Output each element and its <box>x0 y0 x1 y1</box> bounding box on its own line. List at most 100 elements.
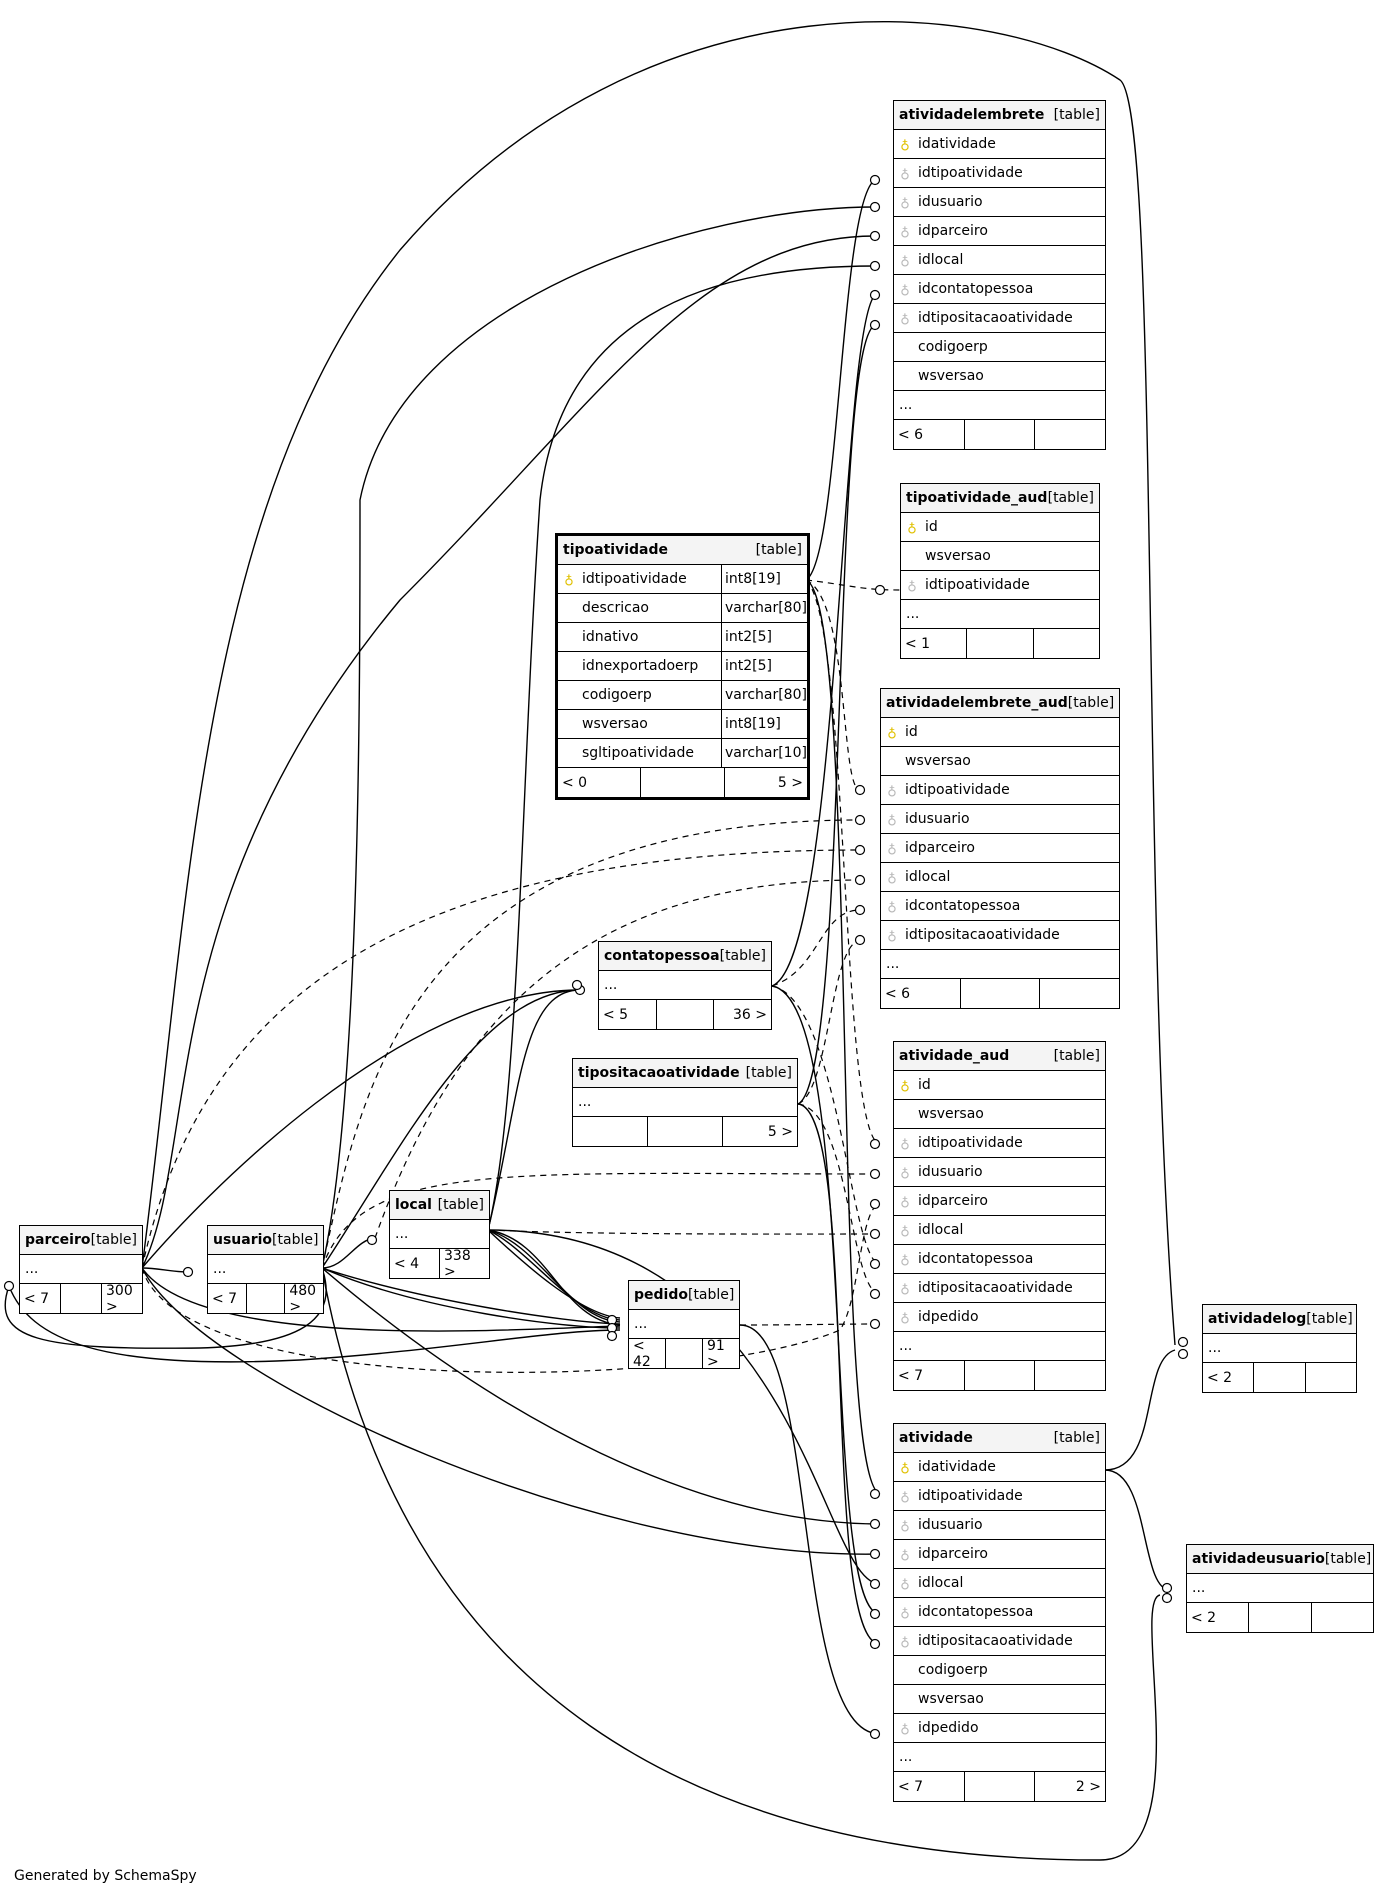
column-row[interactable]: ♀idusuario <box>894 188 1105 217</box>
table-atividadeusuario[interactable]: atividadeusuario[table] ... < 2 <box>1186 1544 1374 1633</box>
column-row[interactable]: ♀idtipoatividade <box>894 1129 1105 1158</box>
footer-cell[interactable] <box>666 1339 703 1368</box>
column-row[interactable]: wsversao <box>894 1100 1105 1129</box>
footer-cell[interactable]: 2 > <box>1075 1778 1102 1795</box>
footer-cell[interactable]: 300 > <box>106 1282 133 1315</box>
column-row[interactable]: ♀idparceiro <box>881 834 1119 863</box>
footer-cell[interactable] <box>1312 1603 1373 1632</box>
column-row[interactable]: ♀id <box>894 1071 1105 1100</box>
column-row[interactable]: ♀idtipositacaoatividade <box>894 1274 1105 1303</box>
column-row[interactable]: ♀idusuario <box>881 805 1119 834</box>
column-row[interactable]: ♀id <box>881 718 1119 747</box>
column-row[interactable]: ♀idtipoatividade <box>894 1482 1105 1511</box>
table-atividade[interactable]: atividade[table] ♀idatividade♀idtipoativ… <box>893 1423 1106 1802</box>
footer-cell[interactable]: 36 > <box>733 1006 768 1023</box>
column-row[interactable]: ♀idcontatopessoa <box>894 1598 1105 1627</box>
column-row[interactable]: ♀id <box>901 513 1099 542</box>
parents-count[interactable]: < 7 <box>894 1772 965 1801</box>
parents-count[interactable]: < 6 <box>894 420 965 449</box>
column-row[interactable]: ♀idpedido <box>894 1303 1105 1332</box>
column-row[interactable]: ♀idlocal <box>881 863 1119 892</box>
parents-count[interactable]: < 0 <box>558 768 642 797</box>
footer-cell[interactable] <box>1034 629 1099 658</box>
footer-cell[interactable] <box>247 1284 286 1313</box>
column-row[interactable]: wsversao <box>894 1685 1105 1714</box>
footer-cell[interactable]: 5 > <box>767 1123 793 1140</box>
column-row[interactable]: wsversao <box>901 542 1099 571</box>
column-row[interactable]: ♀idtipoatividade <box>881 776 1119 805</box>
column-row[interactable]: wsversao <box>881 747 1119 776</box>
footer-cell[interactable] <box>1249 1603 1312 1632</box>
parents-count[interactable]: < 2 <box>1203 1363 1255 1392</box>
footer-cell[interactable] <box>648 1117 723 1146</box>
footer-cell[interactable] <box>1035 420 1105 449</box>
column-row[interactable]: ♀idtipoatividade <box>901 571 1099 600</box>
footer-cell[interactable] <box>1035 1361 1105 1390</box>
footer-cell[interactable] <box>1040 979 1119 1008</box>
parents-count[interactable]: < 7 <box>894 1361 965 1390</box>
table-atividadelog[interactable]: atividadelog[table] ... < 2 <box>1202 1304 1357 1393</box>
parents-count[interactable] <box>573 1117 648 1146</box>
column-row[interactable]: ♀idusuario <box>894 1158 1105 1187</box>
column-row[interactable]: codigoerp <box>894 333 1105 362</box>
column-row[interactable]: ♀idtipositacaoatividade <box>881 921 1119 950</box>
parents-count[interactable]: < 2 <box>1187 1603 1250 1632</box>
footer-cell[interactable] <box>1306 1363 1356 1392</box>
column-row[interactable]: ♀idparceiro <box>894 1540 1105 1569</box>
column-row[interactable]: ♀idlocal <box>894 246 1105 275</box>
column-row[interactable]: ♀idpedido <box>894 1714 1105 1743</box>
footer-cell[interactable]: 338 > <box>444 1247 471 1280</box>
footer-cell[interactable] <box>641 768 725 797</box>
column-row[interactable]: ♀idtipositacaoatividade <box>894 1627 1105 1656</box>
column-row[interactable]: ♀idlocal <box>894 1216 1105 1245</box>
parents-count[interactable]: < 42 <box>629 1338 666 1370</box>
column-row[interactable]: ♀idtipoatividade <box>894 159 1105 188</box>
column-row[interactable]: ♀idatividade <box>894 130 1105 159</box>
column-row[interactable]: ♀idparceiro <box>894 217 1105 246</box>
table-tipositacaoatividade[interactable]: tipositacaoatividade[table] ... 5 > <box>572 1058 798 1147</box>
parents-count[interactable]: < 5 <box>599 1000 657 1029</box>
column-row[interactable]: ♀idcontatopessoa <box>894 275 1105 304</box>
column-row[interactable]: wsversao <box>894 362 1105 391</box>
column-row[interactable]: codigoerp <box>894 1656 1105 1685</box>
parents-count[interactable]: < 7 <box>208 1284 247 1313</box>
footer-cell[interactable] <box>965 1772 1036 1801</box>
footer-cell[interactable] <box>657 1000 715 1029</box>
column-row[interactable]: ♀idtipositacaoatividade <box>894 304 1105 333</box>
column-row[interactable]: ♀idatividade <box>894 1453 1105 1482</box>
parents-count[interactable]: < 6 <box>881 979 961 1008</box>
column-row[interactable]: ♀idcontatopessoa <box>881 892 1119 921</box>
footer-cell[interactable] <box>965 420 1036 449</box>
column-row[interactable]: ♀idcontatopessoa <box>894 1245 1105 1274</box>
footer-cell[interactable] <box>961 979 1041 1008</box>
parents-count[interactable]: < 4 <box>390 1249 440 1278</box>
footer-cell[interactable] <box>61 1284 102 1313</box>
footer-cell[interactable] <box>965 1361 1036 1390</box>
table-atividadelembrete[interactable]: atividadelembrete[table] ♀idatividade♀id… <box>893 100 1106 450</box>
footer-cell[interactable]: 91 > <box>707 1337 725 1370</box>
footer-cell[interactable]: 480 > <box>289 1282 317 1315</box>
footer-cell[interactable]: 5 > <box>777 774 803 791</box>
parents-count[interactable]: < 1 <box>901 629 968 658</box>
footer-cell[interactable] <box>967 629 1034 658</box>
column-row[interactable]: ♀idusuario <box>894 1511 1105 1540</box>
column-row[interactable]: ♀idlocal <box>894 1569 1105 1598</box>
column-row[interactable]: ♀idparceiro <box>894 1187 1105 1216</box>
footer-cell[interactable] <box>1254 1363 1306 1392</box>
